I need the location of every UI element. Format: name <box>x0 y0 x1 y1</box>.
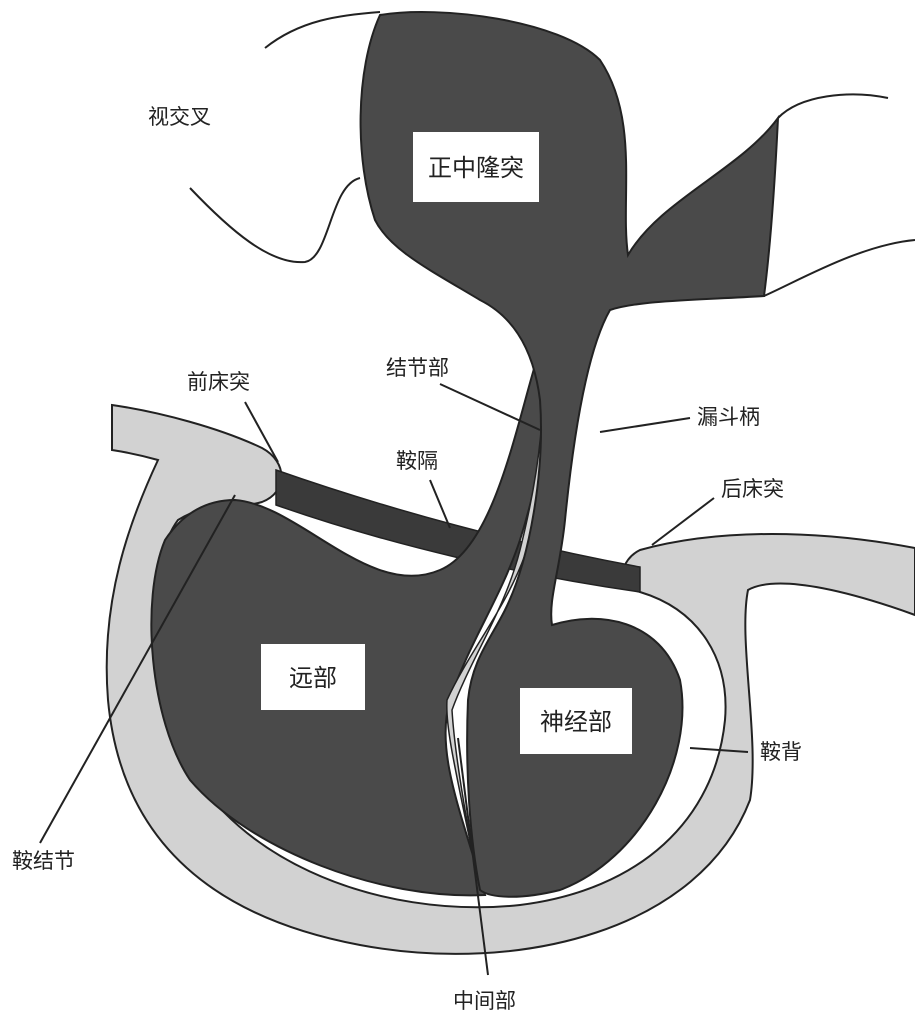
label-diaphragma-sellae: 鞍隔 <box>396 449 438 473</box>
label-pars-intermedia: 中间部 <box>453 989 516 1013</box>
label-posterior-clinoid: 后床突 <box>721 477 784 501</box>
label-pars-tuberalis: 结节部 <box>386 356 449 380</box>
label-dorsum-sellae: 鞍背 <box>760 740 802 764</box>
hypothalamus-contour-right-upper <box>778 94 888 118</box>
optic-chiasm-contour-upper <box>265 12 380 48</box>
label-optic-chiasm: 视交叉 <box>148 105 211 129</box>
label-anterior-clinoid: 前床突 <box>187 370 250 394</box>
leader-infundibular-stalk <box>600 418 690 432</box>
label-tuberculum-sellae: 鞍结节 <box>12 849 75 873</box>
hypothalamus-contour-right-lower <box>764 240 915 296</box>
label-pars-nervosa: 神经部 <box>540 708 612 736</box>
label-infundibular-stalk: 漏斗柄 <box>697 405 760 429</box>
optic-chiasm-contour-lower <box>190 178 360 262</box>
label-median-eminence: 正中隆突 <box>428 154 524 182</box>
label-pars-distalis: 远部 <box>289 664 337 692</box>
